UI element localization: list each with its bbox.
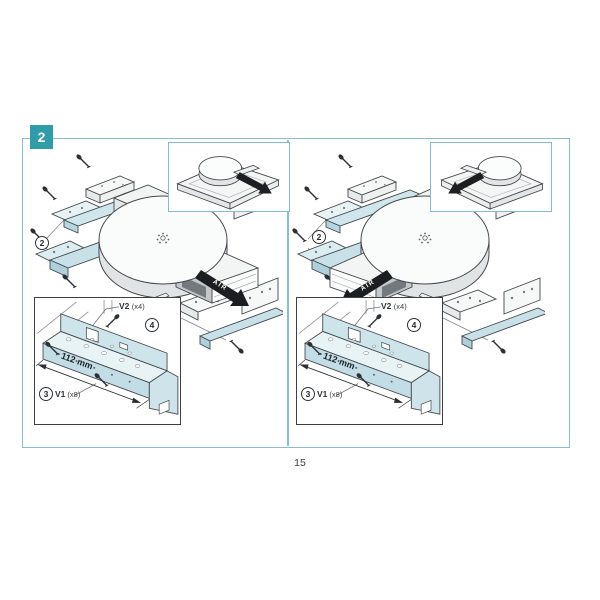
detail-inset: V2 (x4) 4 112 mm 3 V1 (x8) (34, 297, 181, 425)
page-number: 15 (294, 457, 306, 469)
detail-inset: V2 (x4) 4 112 mm 3 V1 (x8) (296, 297, 443, 425)
callout-v1: 3 (301, 387, 315, 401)
callout-v2: 4 (145, 318, 159, 332)
overview-inset (168, 142, 290, 212)
v1-part: V1 (55, 389, 66, 399)
bracket-detail-drawing (297, 298, 442, 424)
v1-part: V1 (317, 389, 328, 399)
overview-drawing (169, 143, 289, 211)
callout-brackets: 2 (35, 236, 49, 250)
v1-qty: (x8) (329, 389, 343, 399)
bracket-detail-drawing (35, 298, 180, 424)
v2-part: V2 (119, 301, 130, 311)
overview-inset (430, 142, 552, 212)
v2-label: V2 (x4) (381, 301, 407, 311)
v2-part: V2 (381, 301, 392, 311)
panel-left: AIR 2 V2 (x4) 4 112 mm 3 V1 (x8) (30, 140, 290, 448)
panel-right: AIR 2 V2 (x4) 4 112 mm 3 V1 (x8) (292, 140, 552, 448)
v2-qty: (x4) (393, 302, 407, 311)
v2-label: V2 (x4) (119, 301, 145, 311)
v1-qty: (x8) (67, 389, 81, 399)
panel-divider (287, 140, 289, 446)
callout-v2: 4 (407, 318, 421, 332)
v1-label: 3 V1 (x8) (301, 387, 342, 401)
v2-qty: (x4) (131, 302, 145, 311)
callout-v1: 3 (39, 387, 53, 401)
overview-drawing (431, 143, 551, 211)
callout-brackets: 2 (312, 230, 326, 244)
step-number-badge: 2 (30, 125, 53, 149)
v1-label: 3 V1 (x8) (39, 387, 80, 401)
